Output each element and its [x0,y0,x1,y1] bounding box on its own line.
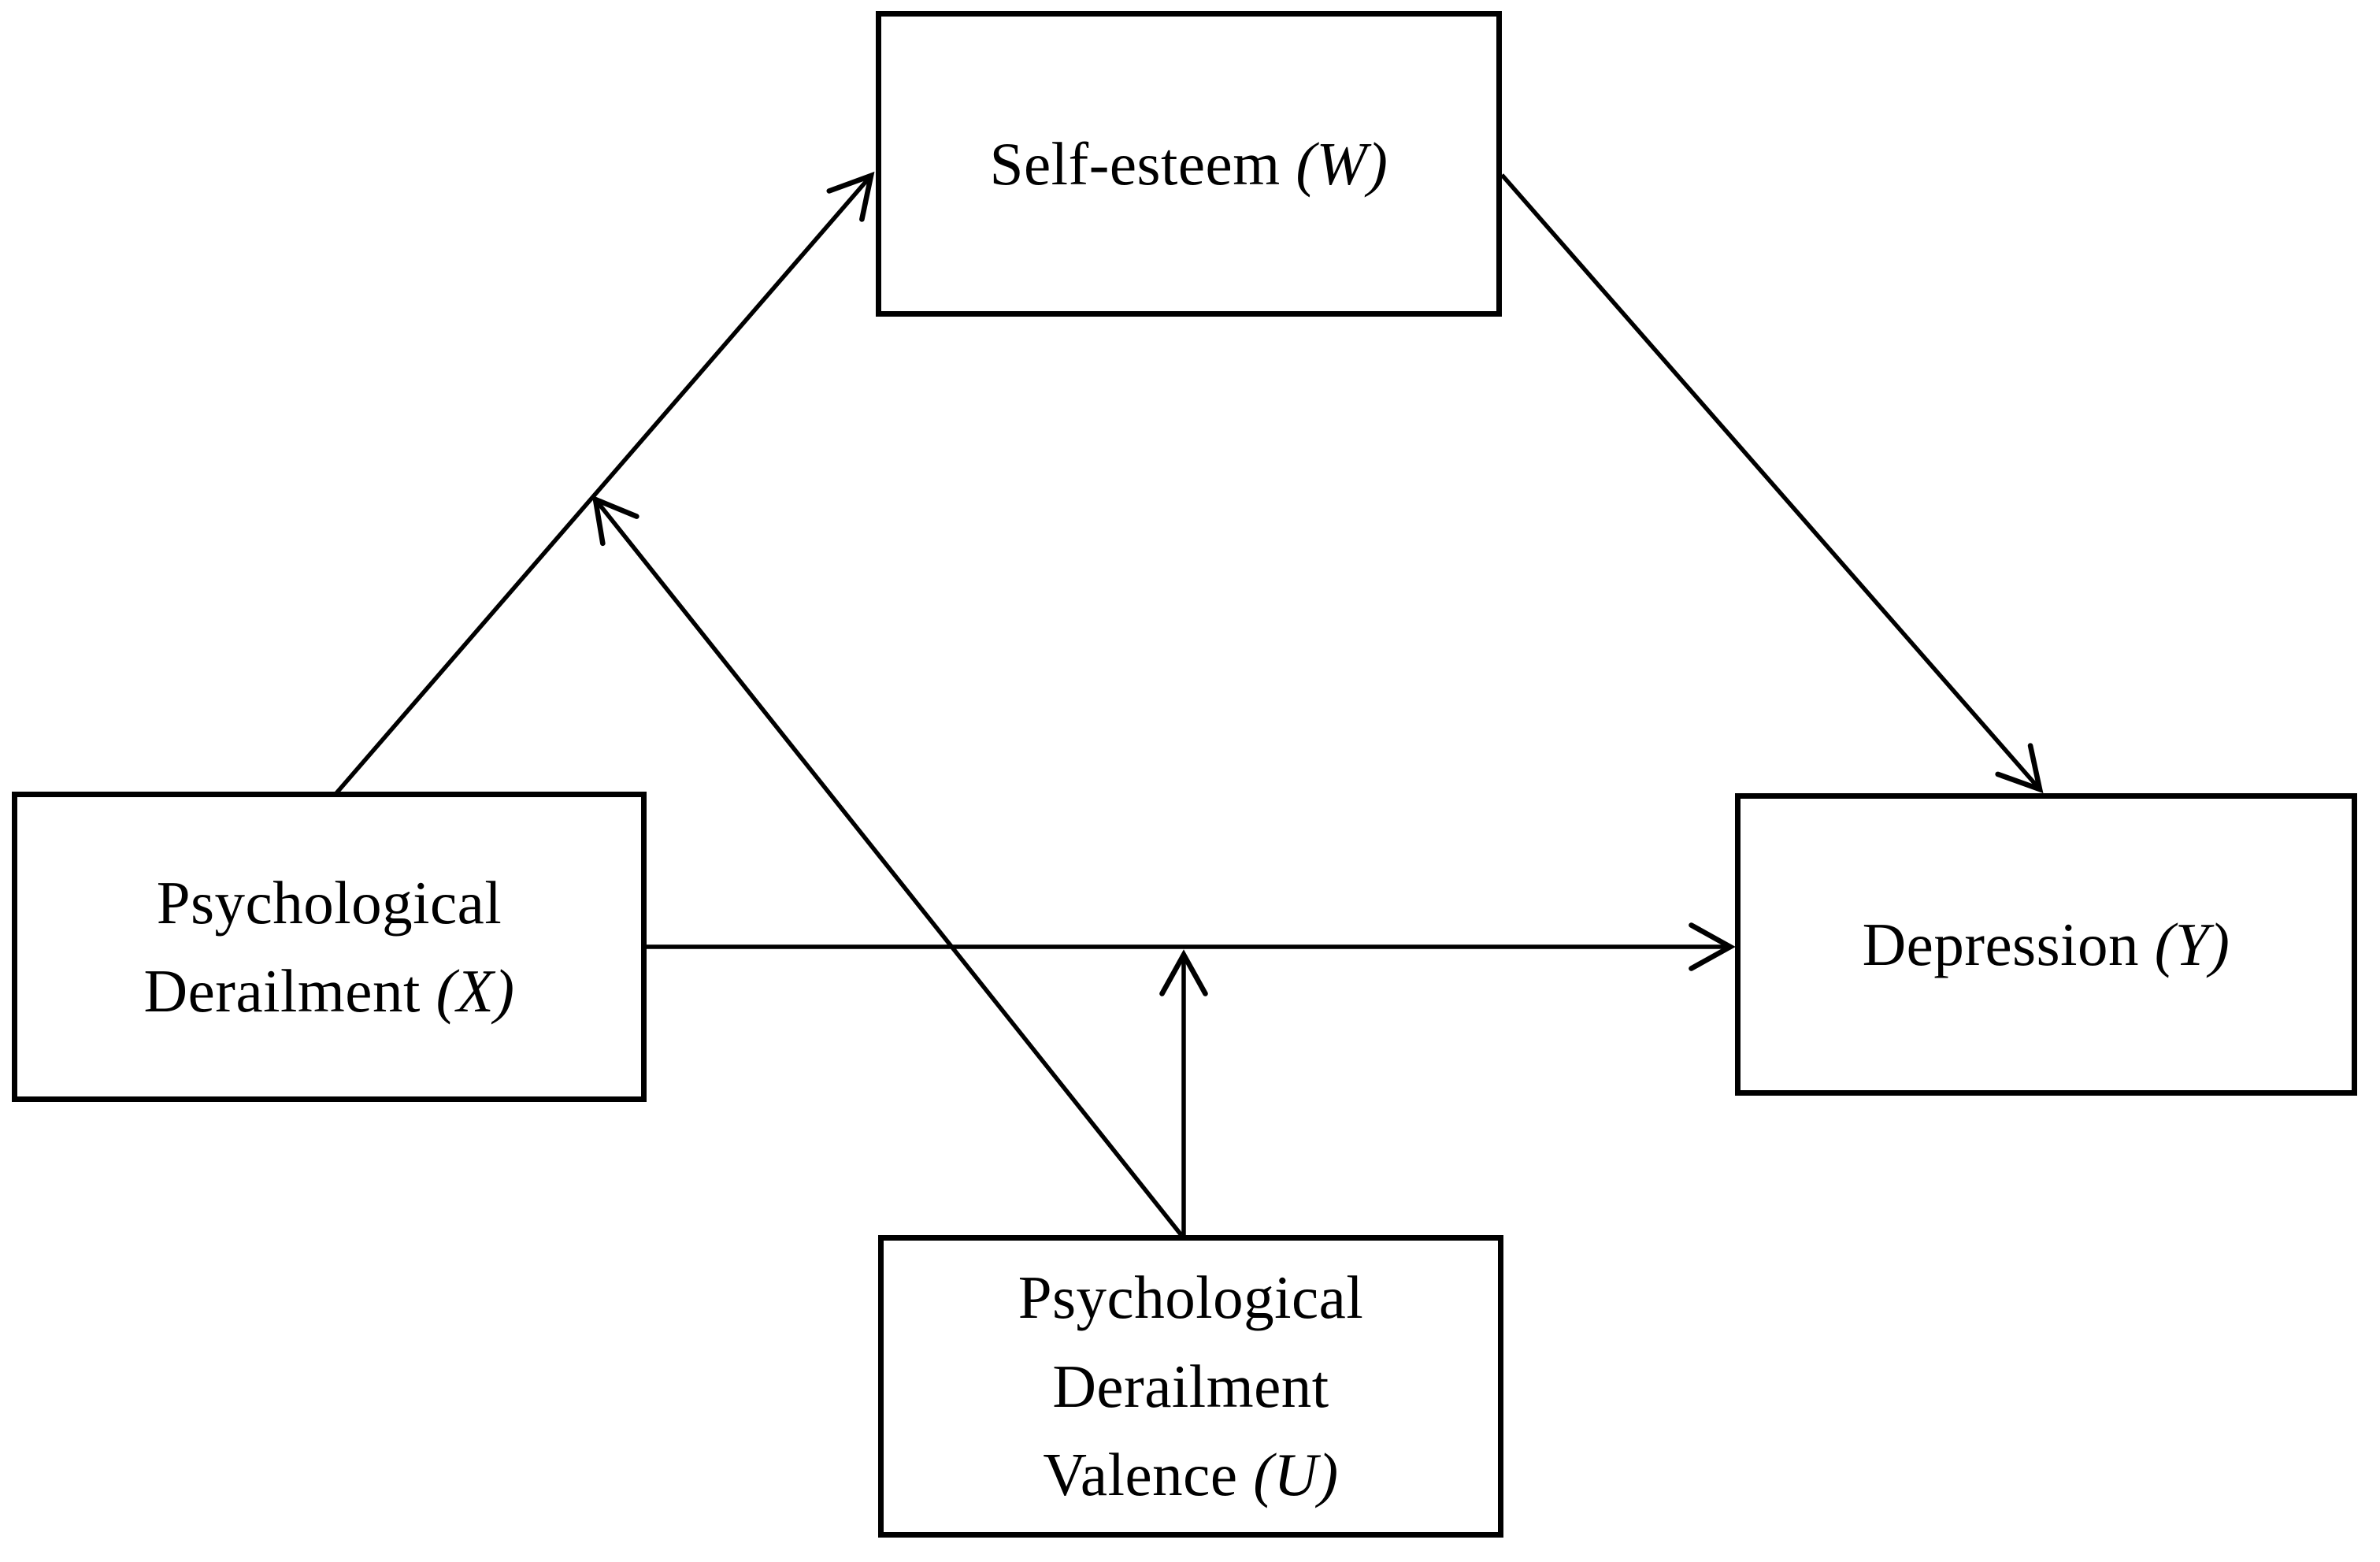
depression-paren-close: ) [2209,910,2230,978]
derailment-line1: Psychological [156,868,502,937]
self-esteem-text: Self-esteem [989,129,1281,198]
valence-line1: Psychological [1018,1263,1364,1332]
box-self-esteem: Self-esteem (W) [876,11,1502,317]
derailment-paren-open: ( [420,957,457,1025]
depression-symbol: Y [2174,910,2210,978]
valence-symbol: U [1273,1441,1318,1509]
box-depression: Depression (Y) [1735,793,2357,1096]
box-self-esteem-label: Self-esteem (W) [990,120,1388,208]
valence-line2: Derailment [1052,1352,1329,1420]
self-esteem-paren-close: ) [1367,129,1388,198]
self-esteem-paren-open: ( [1280,129,1317,198]
arrow-x-to-w [334,171,875,795]
depression-text: Depression [1862,910,2140,978]
arrow-u-to-path-xw [591,495,1184,1237]
depression-paren-open: ( [2139,910,2175,978]
valence-paren-open: ( [1237,1441,1274,1509]
derailment-symbol: X [456,957,495,1025]
self-esteem-symbol: W [1316,129,1368,198]
derailment-paren-close: ) [494,957,515,1025]
valence-line3: Valence [1043,1441,1238,1509]
derailment-line2: Derailment [143,957,421,1025]
arrow-w-to-y [1500,173,2044,794]
box-depression-label: Depression (Y) [1863,900,2230,989]
valence-paren-close: ) [1318,1441,1339,1509]
